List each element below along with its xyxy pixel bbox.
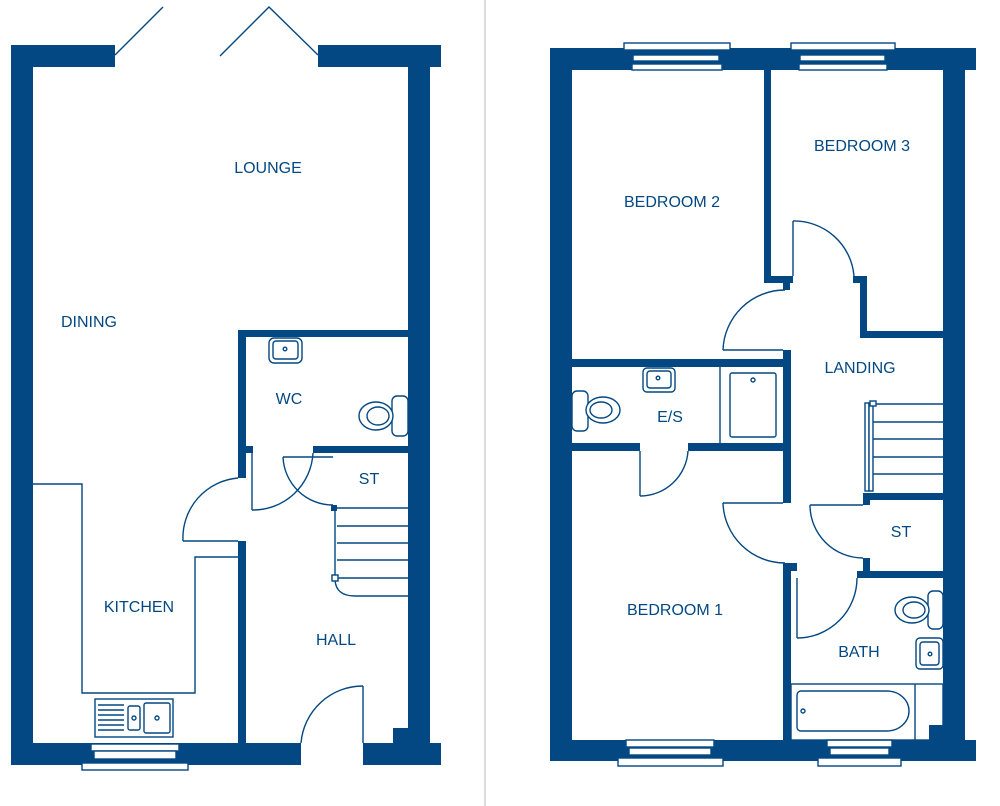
kitchen-counter [33, 483, 238, 694]
room-label-bedroom1: BEDROOM 1 [627, 602, 723, 619]
bath-basin-icon [915, 637, 944, 670]
kitchen-sink-icon [94, 698, 174, 738]
room-label-bath: BATH [838, 644, 879, 661]
wc-toilet-icon [358, 395, 409, 437]
windows [617, 42, 902, 767]
front-door [300, 685, 364, 744]
room-label-store: ST [359, 471, 380, 488]
room-label-wc: WC [276, 391, 303, 408]
ground-floor-plan: LOUNGE DINING WC ST KITCHEN HALL [11, 6, 441, 771]
store-door [282, 456, 334, 506]
room-label-landing: LANDING [824, 360, 895, 377]
bedroom1-door [722, 502, 786, 564]
room-label-lounge: LOUNGE [234, 160, 302, 177]
kitchen-window [81, 743, 189, 771]
kitchen-door [182, 477, 239, 542]
first-stairs [864, 400, 943, 492]
wc-door [251, 452, 314, 511]
room-label-kitchen: KITCHEN [104, 599, 174, 616]
room-label-ensuite: E/S [657, 409, 683, 426]
ensuite-door [639, 450, 689, 497]
room-label-bedroom3: BEDROOM 3 [814, 138, 910, 155]
ground-floor-walls [11, 45, 441, 765]
room-label-bedroom2: BEDROOM 2 [624, 194, 720, 211]
patio-doors [114, 6, 319, 57]
bedroom3-door [792, 220, 855, 277]
ensuite-toilet-icon [571, 390, 621, 432]
bath-toilet-icon [894, 590, 944, 630]
wc-basin-icon [268, 337, 303, 364]
bathtub-icon [790, 683, 944, 741]
ground-stairs [331, 505, 408, 597]
ensuite-basin-icon [642, 367, 676, 393]
room-label-store-first: ST [891, 524, 912, 541]
room-label-dining: DINING [61, 314, 117, 331]
store-door-first [809, 504, 864, 559]
bath-door [796, 577, 858, 639]
room-label-hall: HALL [316, 632, 356, 649]
shower-tray-icon [719, 367, 777, 443]
first-floor-plan: BEDROOM 2 BEDROOM 3 LANDING E/S BEDROOM … [550, 42, 976, 767]
bedroom2-door [722, 289, 786, 351]
